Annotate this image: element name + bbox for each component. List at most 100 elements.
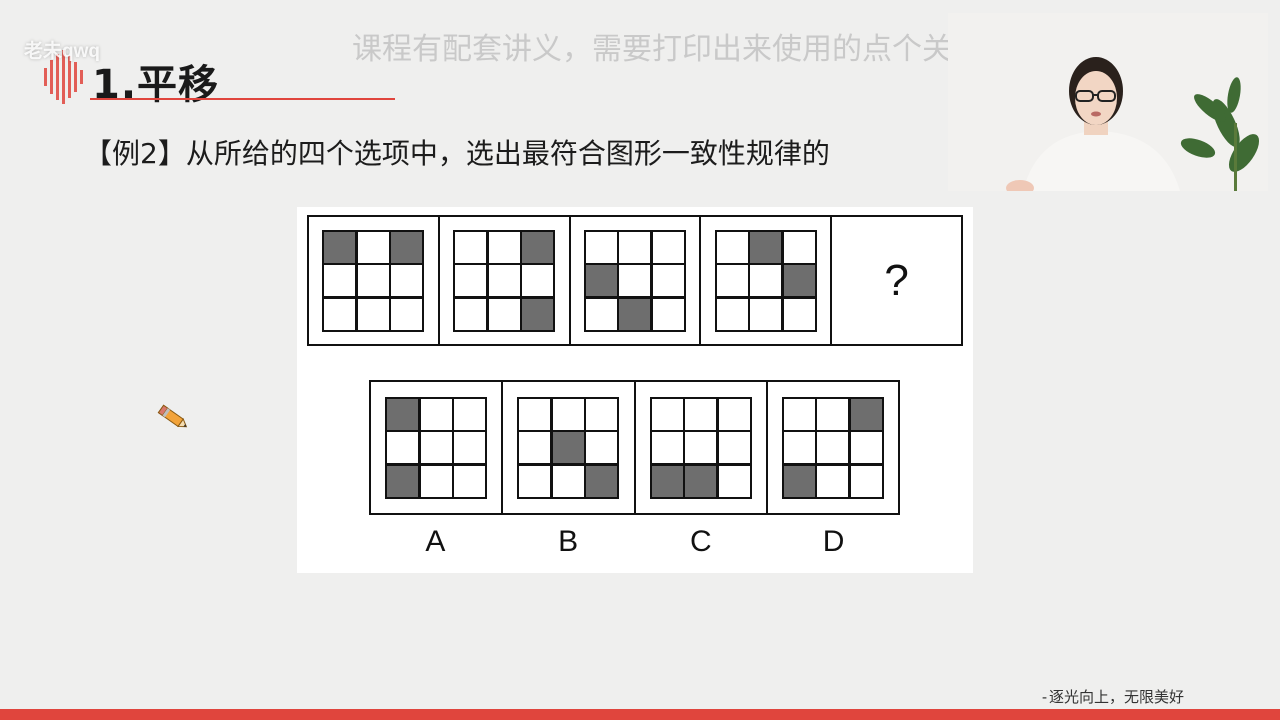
grid-cell-empty	[783, 298, 815, 330]
grid-cell-filled	[387, 398, 419, 430]
grid-cell-empty	[585, 298, 617, 330]
grid-cell-empty	[519, 432, 551, 463]
grid-cell-empty	[454, 465, 486, 497]
grid-cell-empty	[652, 265, 684, 296]
grid-figure	[385, 396, 488, 499]
grid-cell-filled	[522, 298, 554, 330]
grid-cell-filled	[391, 231, 423, 263]
grid-cell-empty	[552, 465, 584, 497]
grid-cell-empty	[652, 298, 684, 330]
channel-watermark: 老未qwq	[24, 41, 100, 62]
grid-cell-filled	[850, 398, 882, 430]
grid-cell-empty	[420, 398, 452, 430]
grid-cell-empty	[817, 398, 849, 430]
grid-figure	[453, 229, 556, 332]
bottom-accent-bar	[0, 709, 1280, 720]
grid-cell-filled	[685, 465, 717, 497]
sequence-figure-3	[568, 217, 700, 344]
grid-cell-filled	[586, 465, 618, 497]
grid-cell-empty	[519, 398, 551, 430]
option-a-figure[interactable]	[371, 382, 501, 513]
grid-cell-empty	[522, 265, 554, 296]
option-d-figure[interactable]	[765, 382, 898, 513]
grid-cell-empty	[716, 265, 748, 296]
grid-cell-empty	[585, 231, 617, 263]
grid-cell-empty	[619, 265, 651, 296]
grid-cell-empty	[750, 265, 782, 296]
option-b-figure[interactable]	[501, 382, 633, 513]
course-banner: 课程有配套讲义，需要打印出来使用的点个关注领电子版	[352, 32, 1102, 67]
grid-cell-filled	[585, 265, 617, 296]
option-label-a: A	[425, 525, 446, 558]
section-title: 1.平移	[92, 62, 220, 108]
grid-cell-filled	[324, 231, 356, 263]
grid-cell-empty	[455, 265, 487, 296]
option-c-figure[interactable]	[633, 382, 766, 513]
title-underline	[90, 98, 395, 100]
grid-cell-empty	[783, 231, 815, 263]
grid-cell-empty	[488, 298, 520, 330]
grid-cell-empty	[586, 398, 618, 430]
grid-cell-filled	[783, 465, 815, 497]
grid-cell-empty	[718, 398, 750, 430]
grid-cell-empty	[454, 432, 486, 463]
grid-cell-empty	[750, 298, 782, 330]
footer-motto: -逐光向上，无限美好	[1040, 688, 1185, 706]
grid-cell-empty	[685, 398, 717, 430]
grid-cell-empty	[651, 432, 683, 463]
logo-icon	[44, 50, 83, 104]
grid-cell-empty	[455, 298, 487, 330]
grid-cell-empty	[817, 465, 849, 497]
sequence-figure-1	[309, 217, 438, 344]
grid-cell-filled	[651, 465, 683, 497]
option-label-b: B	[558, 525, 579, 558]
grid-cell-empty	[455, 231, 487, 263]
options-row	[369, 380, 900, 515]
grid-cell-empty	[324, 298, 356, 330]
grid-cell-empty	[586, 432, 618, 463]
grid-cell-empty	[357, 231, 389, 263]
sequence-figure-2	[437, 217, 569, 344]
grid-cell-empty	[391, 265, 423, 296]
grid-cell-empty	[783, 398, 815, 430]
option-labels: A B C D	[369, 525, 900, 565]
sequence-row: ?	[307, 215, 963, 346]
grid-cell-empty	[357, 298, 389, 330]
option-label-c: C	[690, 525, 712, 558]
grid-cell-empty	[716, 231, 748, 263]
grid-cell-filled	[783, 265, 815, 296]
grid-figure	[517, 396, 620, 499]
presenter-webcam	[948, 13, 1268, 191]
grid-figure	[322, 229, 425, 332]
grid-cell-empty	[324, 265, 356, 296]
grid-cell-filled	[619, 298, 651, 330]
grid-cell-filled	[552, 432, 584, 463]
grid-cell-empty	[652, 231, 684, 263]
grid-cell-empty	[619, 231, 651, 263]
grid-cell-empty	[387, 432, 419, 463]
option-label-d: D	[822, 525, 845, 558]
grid-cell-empty	[454, 398, 486, 430]
grid-figure	[781, 396, 884, 499]
grid-cell-empty	[718, 432, 750, 463]
grid-cell-empty	[357, 265, 389, 296]
grid-cell-empty	[685, 432, 717, 463]
grid-cell-empty	[716, 298, 748, 330]
presenter-video-icon	[948, 13, 1268, 191]
grid-figure	[714, 229, 817, 332]
grid-cell-empty	[552, 398, 584, 430]
grid-cell-empty	[783, 432, 815, 463]
grid-cell-filled	[387, 465, 419, 497]
pencil-icon[interactable]	[154, 400, 192, 436]
grid-cell-filled	[750, 231, 782, 263]
grid-cell-empty	[817, 432, 849, 463]
unknown-figure: ?	[830, 217, 961, 344]
question-mark: ?	[884, 255, 909, 305]
grid-cell-empty	[850, 465, 882, 497]
grid-cell-empty	[718, 465, 750, 497]
grid-cell-empty	[391, 298, 423, 330]
grid-figure	[649, 396, 752, 499]
grid-cell-empty	[488, 231, 520, 263]
grid-cell-empty	[488, 265, 520, 296]
